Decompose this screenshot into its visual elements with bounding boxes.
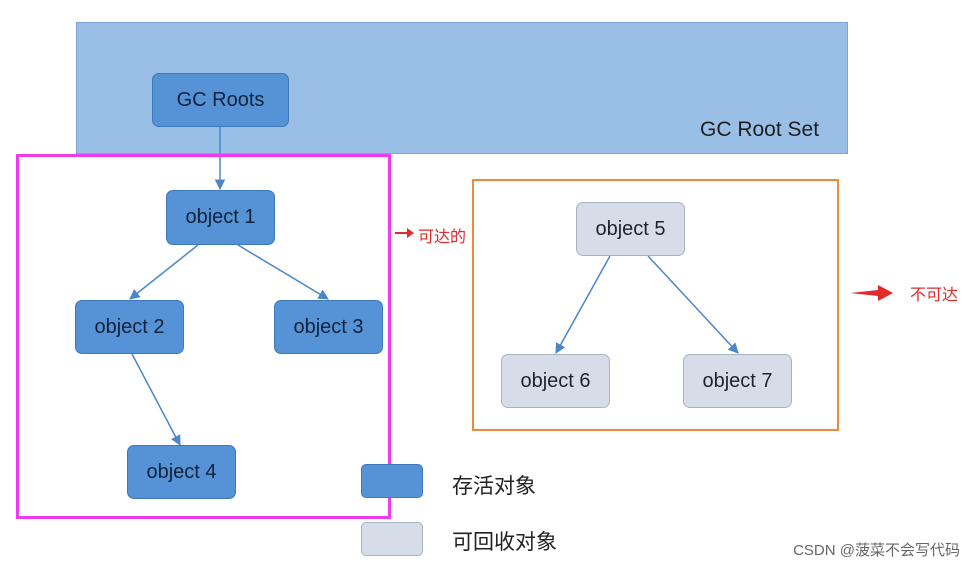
edge-object5-object6 [555,255,611,354]
reachable-region-border [16,154,391,519]
object-5-node: object 5 [576,202,685,256]
legend-live-swatch [361,464,423,498]
gc-root-set-label: GC Root Set [700,118,820,141]
csdn-watermark: CSDN @菠菜不会写代码 [793,542,960,559]
object-4-node: object 4 [127,445,236,499]
legend-collectable-swatch [361,522,423,556]
object-3-node: object 3 [274,300,383,354]
legend-live-label: 存活对象 [452,475,536,498]
edge-object2-object4 [131,353,181,446]
unreachable-arrow-icon [850,285,893,301]
object-2-node: object 2 [75,300,184,354]
object-1-node: object 1 [166,190,275,245]
edge-object5-object7 [647,255,739,354]
reachable-arrow-icon [395,228,414,238]
edge-object1-object2 [129,244,199,300]
edge-object1-object3 [237,244,329,300]
unreachable-annotation: 不可达 [910,287,959,304]
object-7-node: object 7 [683,354,792,408]
legend-collectable-label: 可回收对象 [452,531,557,554]
reachable-annotation: 可达的 [418,229,467,246]
object-6-node: object 6 [501,354,610,408]
unreachable-region-border [472,179,839,431]
gc-roots-node: GC Roots [152,73,289,127]
